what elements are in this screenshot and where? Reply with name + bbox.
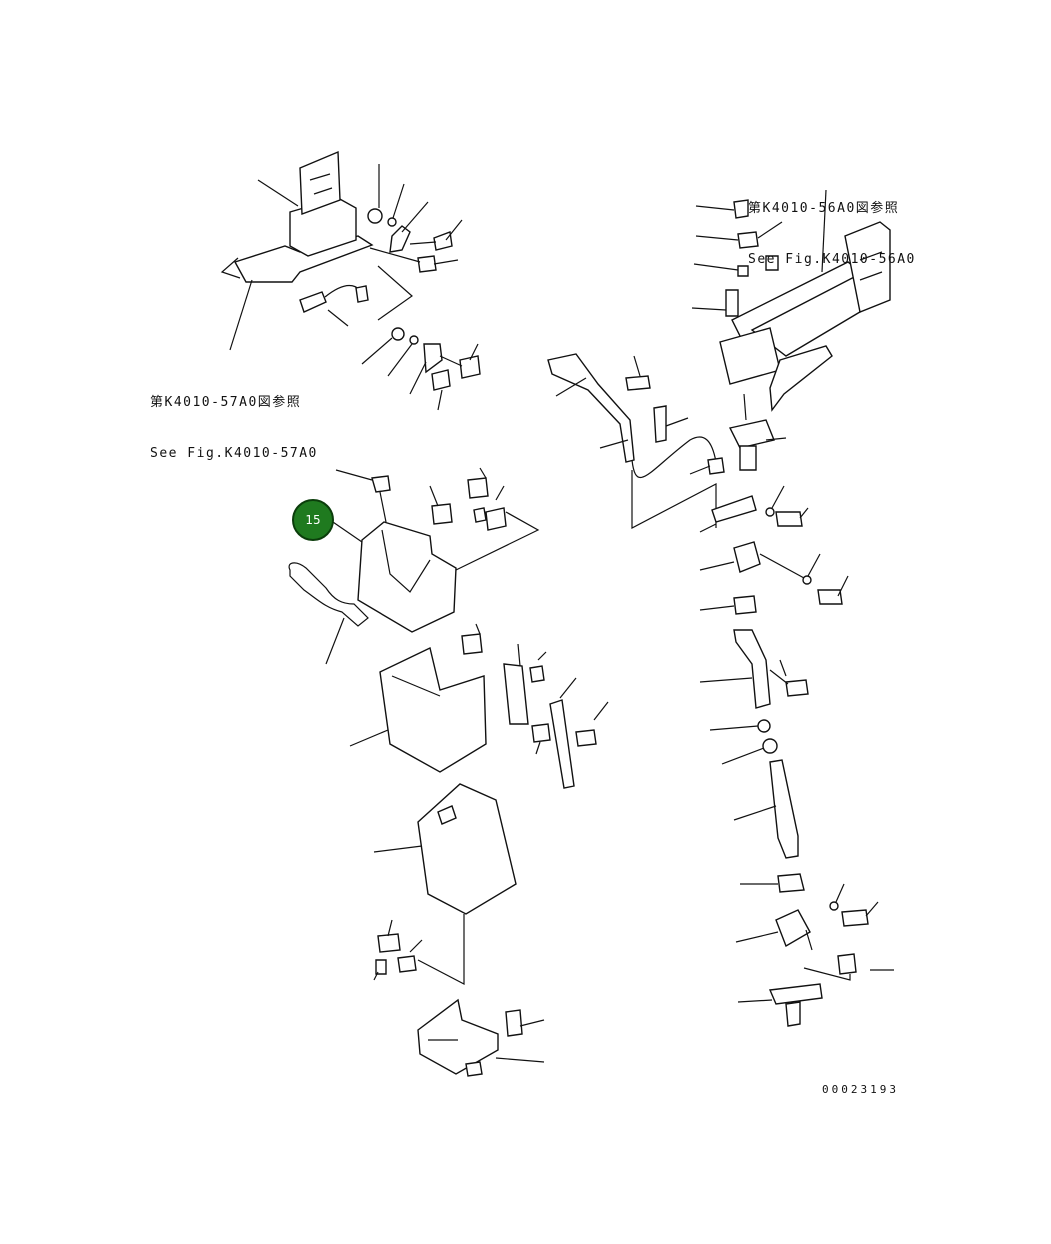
reference-note-right: 第K4010-56A0図参照 See Fig.K4010-56A0 — [748, 166, 916, 285]
part-callout-marker[interactable]: 15 — [292, 499, 334, 541]
top-right-frame-assembly — [691, 189, 891, 471]
reference-note-left: 第K4010-57A0図参照 See Fig.K4010-57A0 — [150, 360, 318, 479]
drawing-number: 00023193 — [822, 1083, 899, 1096]
lower-cover-assembly — [373, 783, 517, 985]
bottom-tray — [417, 998, 545, 1077]
reference-note-left-jp: 第K4010-57A0図参照 — [150, 395, 302, 410]
reference-note-right-en: See Fig.K4010-56A0 — [748, 252, 916, 267]
control-lever-assembly — [547, 353, 809, 533]
reference-note-left-en: See Fig.K4010-57A0 — [150, 446, 318, 461]
upper-cover-assembly — [288, 467, 540, 665]
reference-note-right-jp: 第K4010-56A0図参照 — [748, 201, 900, 216]
top-left-bracket-assembly — [220, 150, 481, 411]
shaft-column — [699, 541, 894, 1027]
part-callout-number: 15 — [305, 513, 321, 527]
middle-cover-assembly — [349, 623, 609, 789]
